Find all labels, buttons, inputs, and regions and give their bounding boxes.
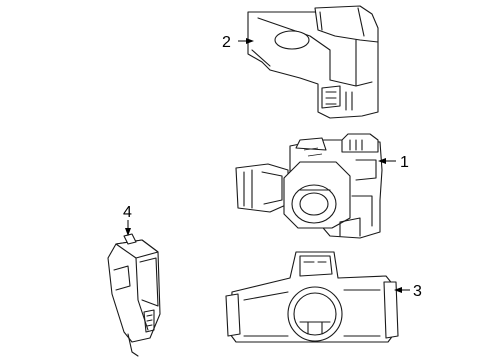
part-4-module <box>107 233 161 357</box>
callout-1: 1 <box>378 154 409 171</box>
callout-3: 3 <box>394 283 422 300</box>
part-2-retainer <box>247 5 379 119</box>
callout-2: 2 <box>222 34 254 51</box>
callout-1-label: 1 <box>400 154 409 171</box>
callout-4-label: 4 <box>123 204 132 221</box>
callout-4: 4 <box>123 204 132 236</box>
part-3-bracket <box>225 251 399 343</box>
callout-2-label: 2 <box>222 34 231 51</box>
part-1-sensor <box>235 133 383 239</box>
callout-3-label: 3 <box>413 283 422 300</box>
